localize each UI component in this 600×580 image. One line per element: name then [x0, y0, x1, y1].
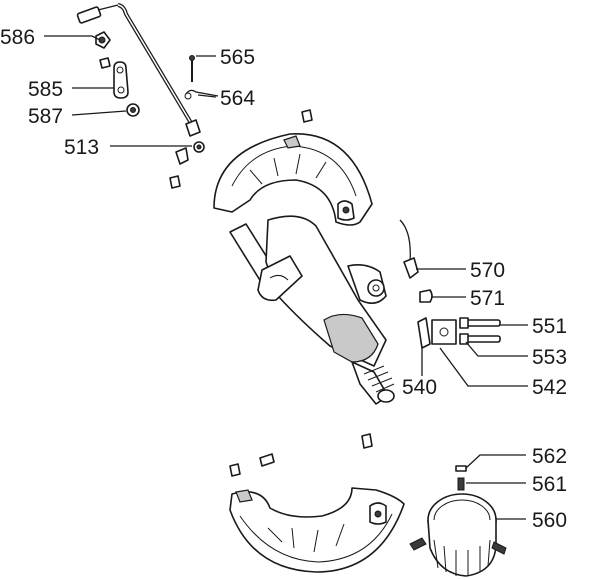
- label-587: 587: [28, 105, 63, 128]
- label-565: 565: [220, 46, 255, 69]
- screw-upper-guard: [301, 109, 313, 123]
- lower-guard: [229, 487, 405, 573]
- label-553: 553: [532, 346, 567, 369]
- label-542: 542: [532, 376, 567, 399]
- clip-lower: [259, 453, 275, 467]
- part-540-pad: [417, 317, 431, 349]
- label-585: 585: [28, 78, 63, 101]
- part-560-clamp-ring: [409, 493, 507, 577]
- clip-small: [175, 147, 189, 165]
- screw-lower-1: [229, 463, 241, 477]
- part-565-pin: [189, 55, 195, 82]
- part-564-spring-clip: [184, 89, 219, 100]
- leader-lines: [44, 35, 528, 520]
- label-586: 586: [0, 26, 35, 49]
- part-571-pin: [419, 289, 433, 303]
- part-562-nut: [455, 465, 467, 472]
- label-540: 540: [402, 376, 437, 399]
- part-553-bolt: [459, 333, 501, 345]
- label-560: 560: [532, 509, 567, 532]
- label-564: 564: [220, 87, 255, 110]
- gearbox-housing: [229, 215, 395, 405]
- screw-small-2: [169, 175, 181, 189]
- part-513-washer: [193, 141, 205, 153]
- part-586-clip: [95, 31, 111, 49]
- part-570-sensor-cable: [399, 219, 419, 279]
- label-551: 551: [532, 315, 567, 338]
- screw-small-1: [99, 57, 111, 69]
- label-562: 562: [532, 445, 567, 468]
- part-number-labels: 586 585 587 513 565 564 570 571 551 553 …: [0, 26, 567, 532]
- part-542-block: [431, 319, 457, 345]
- part-585-bracket: [113, 61, 129, 99]
- upper-guard: [213, 133, 373, 226]
- part-587-nut: [126, 103, 140, 117]
- part-561-screw: [457, 477, 465, 491]
- label-561: 561: [532, 473, 567, 496]
- screw-lower-2: [361, 433, 373, 449]
- label-513: 513: [64, 136, 99, 159]
- label-570: 570: [470, 259, 505, 282]
- label-571: 571: [470, 287, 505, 310]
- part-551-bolt: [459, 317, 501, 329]
- part-586-wire-rod: [76, 3, 201, 137]
